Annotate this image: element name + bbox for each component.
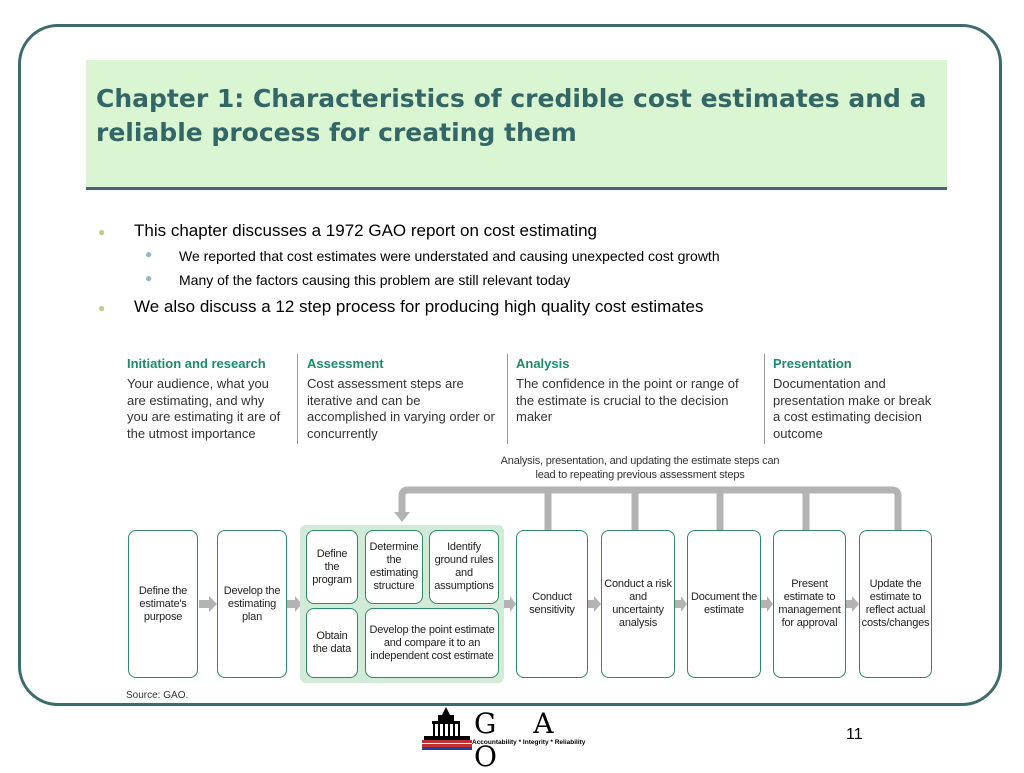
bullet-dot-icon: ● — [145, 247, 153, 261]
flow-arrows — [199, 596, 859, 612]
step-determine-structure: Determine the estimating structure — [365, 530, 423, 604]
bullet-item: ● This chapter discusses a 1972 GAO repo… — [96, 218, 956, 244]
bullet-dot-icon: ● — [98, 225, 106, 239]
bullet-dot-icon: ● — [145, 271, 153, 285]
phase-title-initiation: Initiation and research — [127, 356, 266, 371]
gao-logo: G A O Accountability * Integrity * Relia… — [420, 705, 596, 773]
process-arrows — [199, 486, 902, 612]
step-present-estimate: Present estimate to management for appro… — [773, 530, 846, 678]
phase-desc-assessment: Cost assessment steps are iterative and … — [307, 376, 495, 441]
phase-desc-initiation: Your audience, what you are estimating, … — [127, 376, 281, 441]
slide-title: Chapter 1: Characteristics of credible c… — [96, 84, 927, 147]
phase-divider — [297, 354, 298, 444]
loop-arrowhead-icon — [394, 512, 410, 522]
phase-title-assessment: Assessment — [307, 356, 384, 371]
phase-divider — [764, 354, 765, 444]
step-conduct-sensitivity: Conduct sensitivity — [516, 530, 588, 678]
step-identify-rules: Identify ground rules and assumptions — [429, 530, 499, 604]
phase-title-analysis: Analysis — [516, 356, 570, 371]
step-obtain-data: Obtain the data — [306, 608, 358, 678]
step-develop-plan: Develop the estimating plan — [217, 530, 287, 678]
step-develop-point-estimate: Develop the point estimate and compare i… — [365, 608, 499, 678]
phase-desc-analysis: The confidence in the point or range of … — [516, 376, 739, 424]
phase-desc-presentation: Documentation and presentation make or b… — [773, 376, 932, 441]
bullet-list: ● This chapter discusses a 1972 GAO repo… — [96, 218, 956, 320]
phase-title-presentation: Presentation — [773, 356, 852, 371]
bullet-item: ● We also discuss a 12 step process for … — [96, 294, 956, 320]
capitol-building-icon — [422, 707, 472, 750]
source-note: Source: GAO. — [126, 690, 189, 701]
step-conduct-risk: Conduct a risk and uncertainty analysis — [601, 530, 675, 678]
sub-bullet-item: ● We reported that cost estimates were u… — [96, 244, 956, 268]
process-diagram: Initiation and research Your audience, w… — [120, 350, 940, 710]
logo-motto: Accountability * Integrity * Reliability — [472, 739, 586, 746]
sub-bullet-item: ● Many of the factors causing this probl… — [96, 268, 956, 292]
page-number: 11 — [846, 726, 863, 743]
logo-letters: G A O — [474, 707, 568, 773]
step-document-estimate: Document the estimate — [687, 530, 761, 678]
title-banner: Chapter 1: Characteristics of credible c… — [86, 60, 947, 190]
step-update-estimate: Update the estimate to reflect actual co… — [859, 530, 932, 678]
feedback-note: Analysis, presentation, and updating the… — [500, 455, 780, 481]
feedback-loop-arrow — [398, 486, 902, 530]
step-define-purpose: Define the estimate's purpose — [128, 530, 198, 678]
bullet-dot-icon: ● — [98, 301, 106, 315]
slide-frame — [18, 24, 1002, 706]
phase-divider — [507, 354, 508, 444]
step-define-program: Define the program — [306, 530, 358, 604]
